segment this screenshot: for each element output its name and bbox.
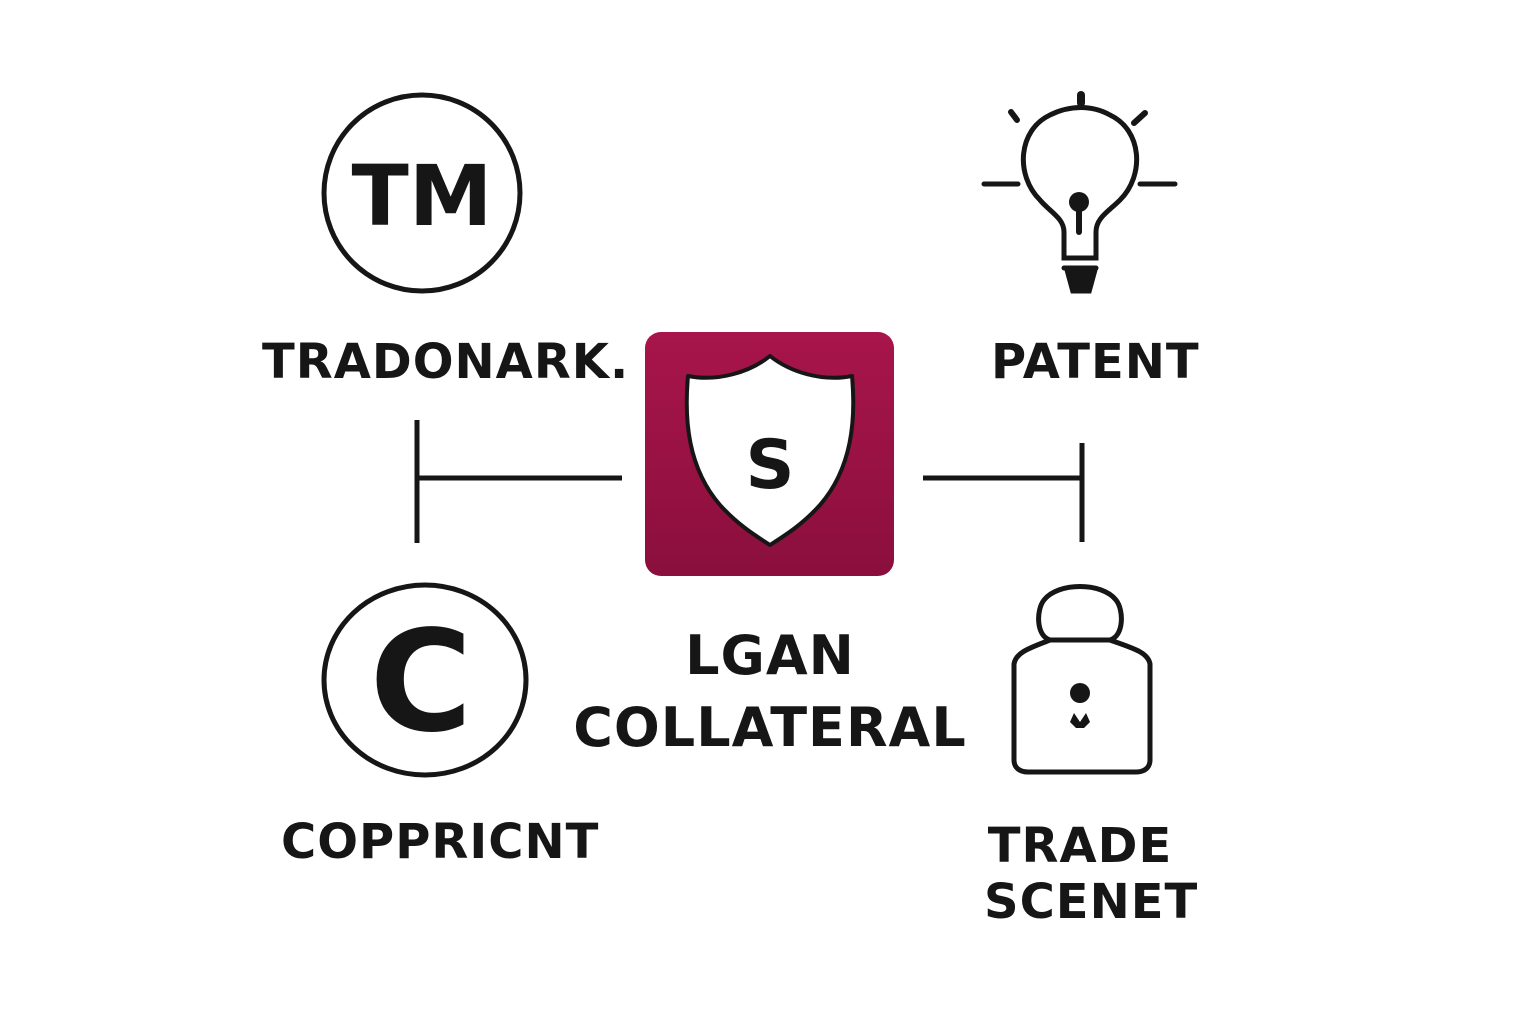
- center-label-line1: LGAN: [560, 620, 980, 692]
- patent-label: PATENT: [991, 338, 1200, 386]
- copyright-label: COPPRICNT: [281, 818, 599, 866]
- copyright-symbol: C: [370, 601, 473, 764]
- connector-right: [923, 443, 1082, 542]
- padlock-icon: [1014, 587, 1150, 773]
- trademark-label: TRADONARK.: [262, 338, 629, 386]
- shield-letter: S: [746, 426, 795, 505]
- copyright-icon: C: [324, 585, 526, 775]
- trade-secret-label-line2: SCENET: [984, 874, 1176, 930]
- trade-secret-label-line1: TRADE: [984, 818, 1176, 874]
- collateral-badge: S: [645, 332, 894, 576]
- trademark-symbol: TM: [352, 147, 493, 245]
- trade-secret-label: TRADE SCENET: [984, 818, 1176, 930]
- trademark-icon: TM: [324, 95, 520, 291]
- lightbulb-icon: [984, 95, 1175, 292]
- connector-left: [417, 420, 622, 543]
- center-label: LGAN COLLATERAL: [560, 620, 980, 764]
- center-label-line2: COLLATERAL: [560, 692, 980, 764]
